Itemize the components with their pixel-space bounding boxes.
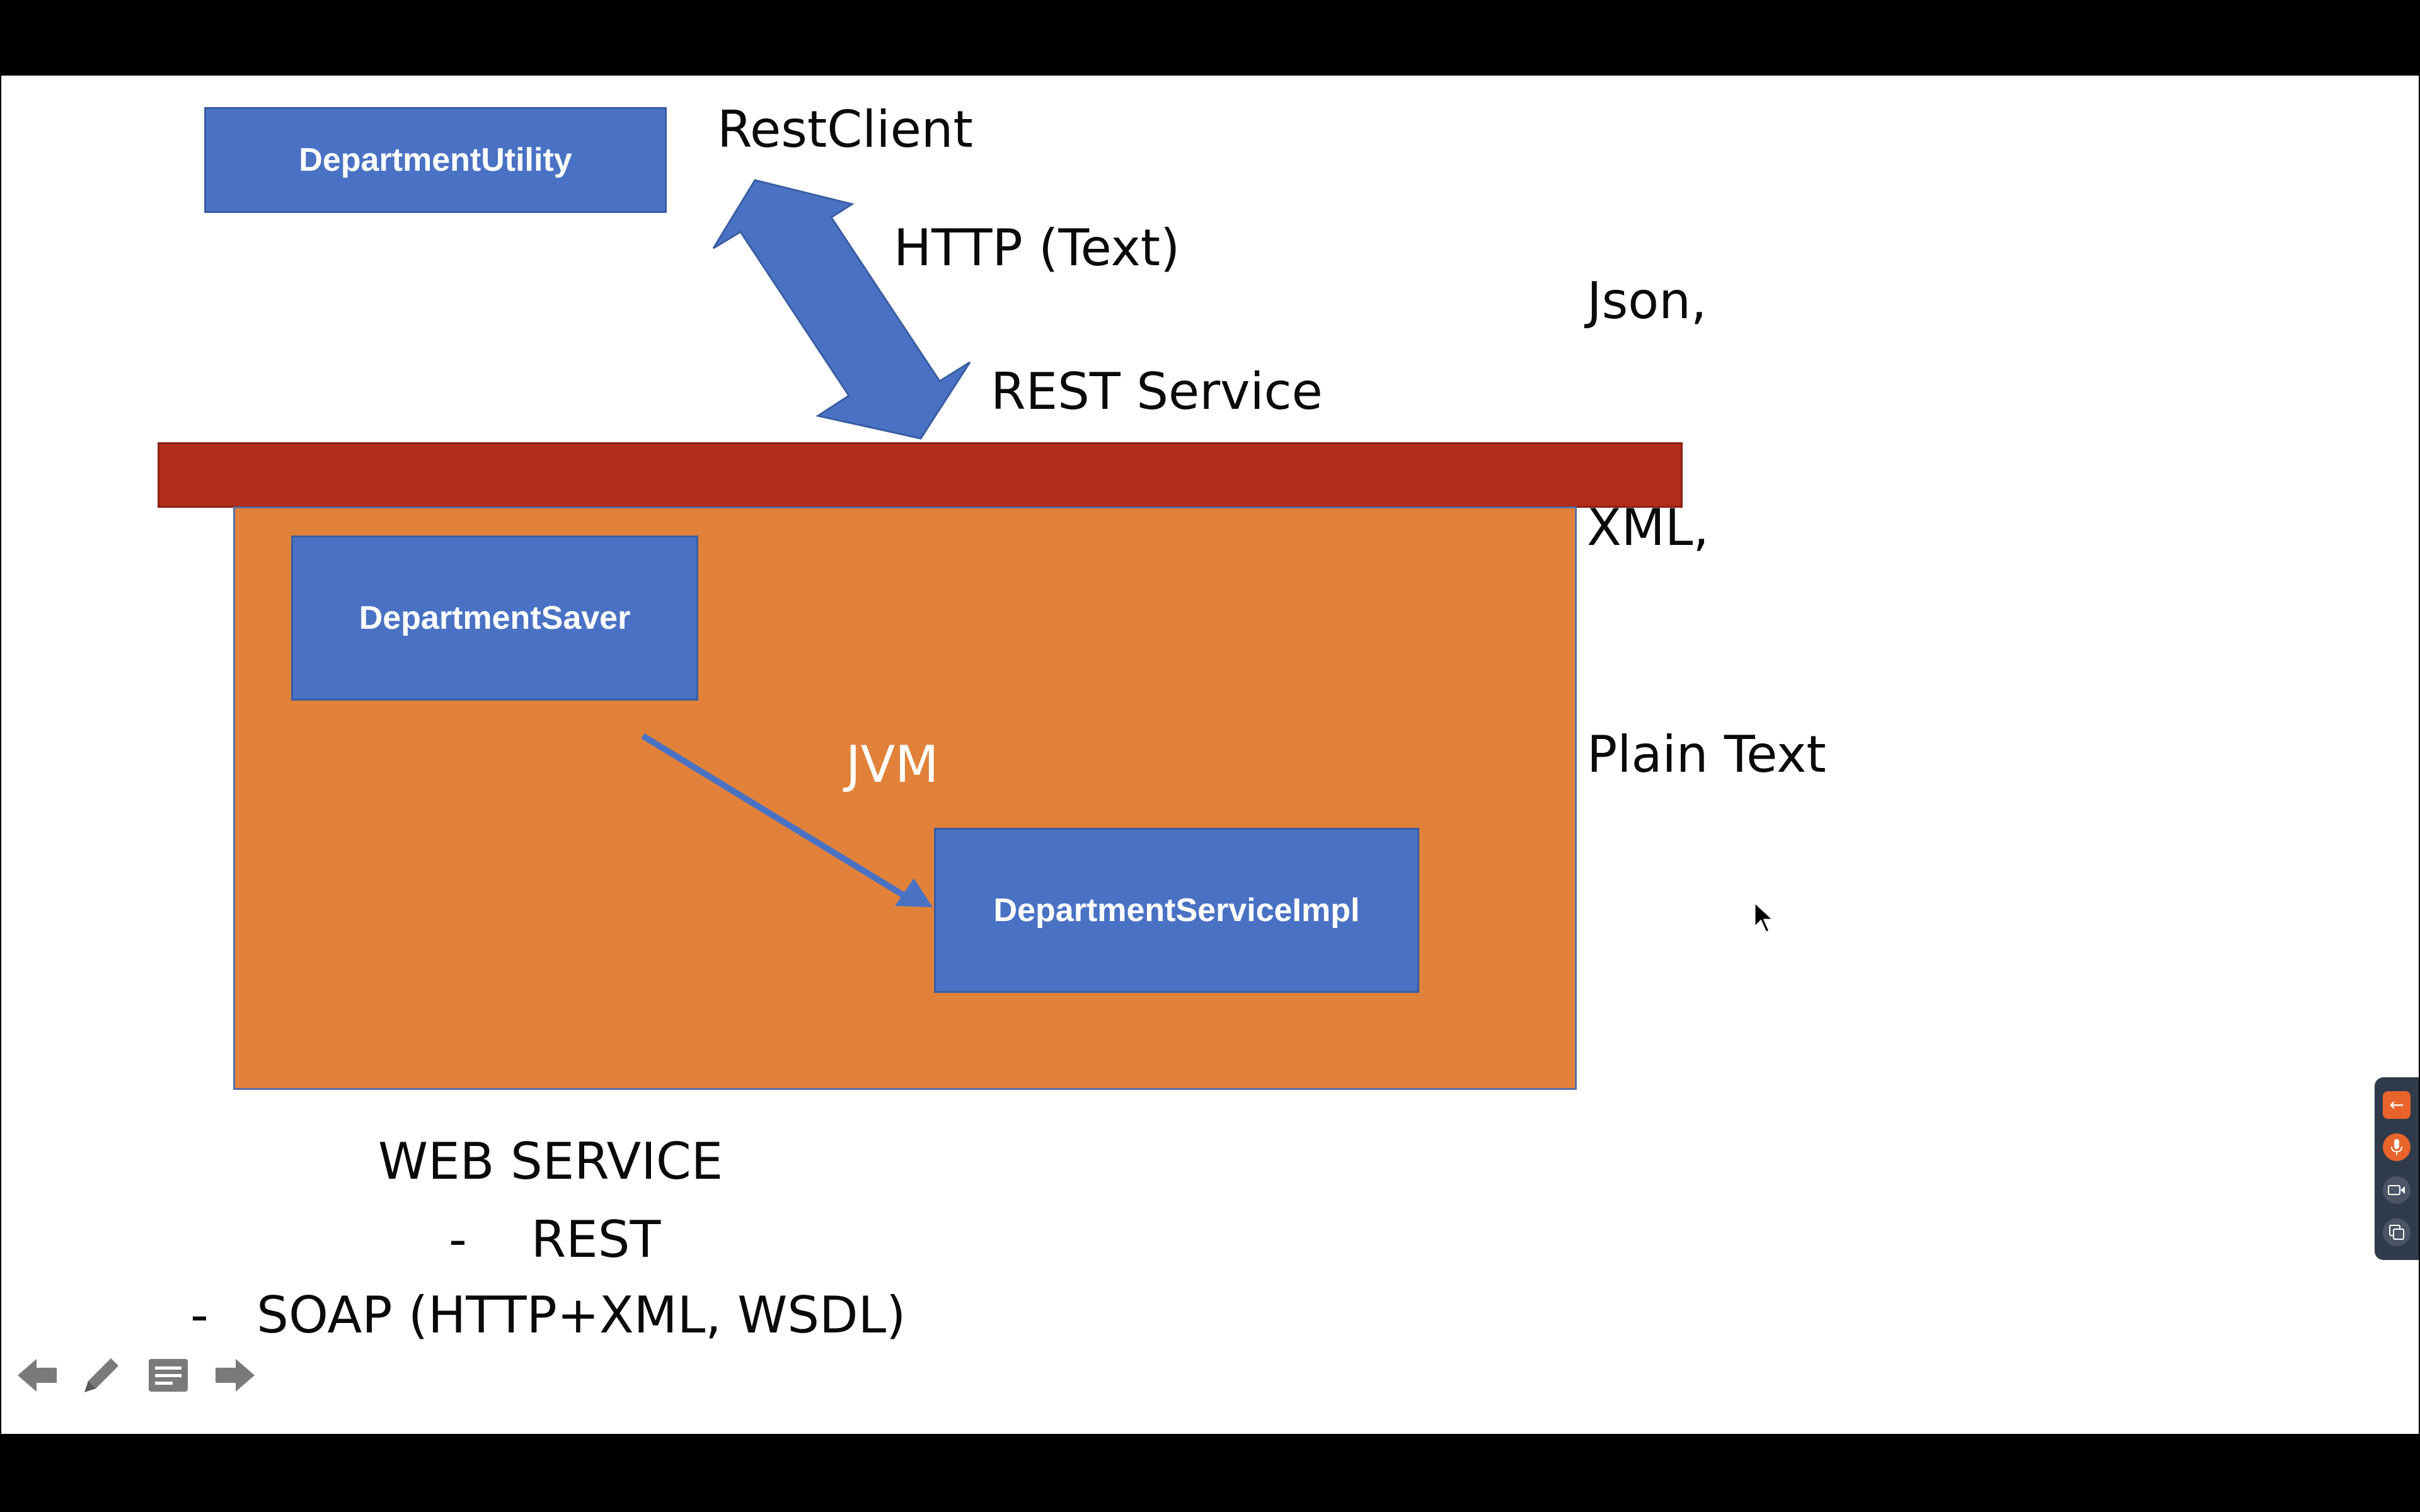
microphone-button[interactable] <box>2383 1133 2411 1162</box>
screen-share-button[interactable] <box>2383 1218 2411 1247</box>
collapse-panel-button[interactable]: ← <box>2383 1091 2411 1119</box>
camera-icon <box>2388 1184 2405 1195</box>
arrow-left-icon <box>18 1359 57 1392</box>
pen-tool-button[interactable] <box>73 1347 130 1404</box>
http-double-arrow <box>712 179 971 440</box>
department-saver-box: DepartmentSaver <box>291 536 698 701</box>
data-formats-list: Json, XML, Plain Text <box>1587 112 1826 944</box>
notes-icon <box>149 1359 188 1392</box>
department-service-impl-box: DepartmentServiceImpl <box>934 828 1419 993</box>
format-plain-text: Plain Text <box>1587 725 1826 784</box>
pen-icon <box>84 1358 118 1392</box>
web-service-heading: WEB SERVICE <box>378 1132 723 1191</box>
format-json: Json, <box>1587 272 1707 330</box>
back-arrow-icon: ← <box>2389 1094 2404 1116</box>
camera-button[interactable] <box>2383 1176 2411 1204</box>
jvm-label: JVM <box>846 735 939 794</box>
arrow-right-icon <box>216 1359 255 1392</box>
rest-service-bar <box>158 442 1683 508</box>
screen-share-icon <box>2389 1225 2404 1240</box>
notes-button[interactable] <box>140 1347 197 1404</box>
soap-bullet: - SOAP (HTTP+XML, WSDL) <box>190 1286 906 1344</box>
http-text-label: HTTP (Text) <box>894 219 1180 277</box>
microphone-icon <box>2391 1139 2402 1156</box>
slide-canvas: DepartmentUtility DepartmentSaver Depart… <box>1 76 2419 1434</box>
saver-to-service-arrow <box>641 733 933 907</box>
format-xml: XML, <box>1587 498 1709 557</box>
department-utility-box: DepartmentUtility <box>204 107 667 213</box>
diagram-arrows <box>641 179 971 907</box>
rest-service-label: REST Service <box>991 362 1323 421</box>
rest-bullet: - REST <box>449 1210 661 1269</box>
rest-client-label: RestClient <box>717 100 973 159</box>
recording-side-panel: ← <box>2375 1077 2419 1260</box>
next-slide-button[interactable] <box>207 1347 263 1404</box>
prev-slide-button[interactable] <box>9 1347 66 1404</box>
mouse-cursor-icon <box>1753 901 1776 934</box>
